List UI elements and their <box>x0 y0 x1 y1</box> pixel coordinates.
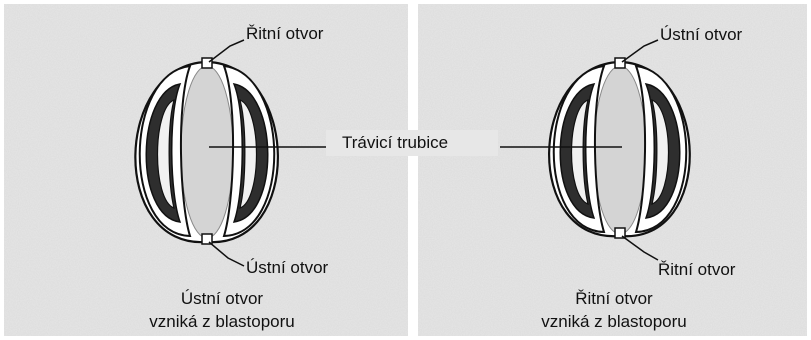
left-caption-line2: vzniká z blastoporu <box>116 310 328 333</box>
right-caption: Řitní otvor vzniká z blastoporu <box>508 287 720 333</box>
bottom-opening-label: Ústní otvor <box>246 258 328 278</box>
top-opening-label: Řitní otvor <box>246 24 323 44</box>
left-caption-line1: Ústní otvor <box>116 287 328 310</box>
top-opening <box>615 58 625 68</box>
bottom-label-leader <box>209 242 244 266</box>
bottom-opening-label: Řitní otvor <box>658 260 735 280</box>
digestive-tube-label-box: Trávicí trubice <box>326 130 498 156</box>
digestive-tube <box>594 66 646 234</box>
top-opening <box>202 58 212 68</box>
right-caption-line1: Řitní otvor <box>508 287 720 310</box>
digestive-tube-label: Trávicí trubice <box>342 133 448 153</box>
bottom-label-leader <box>622 236 658 260</box>
digestive-tube <box>181 66 233 238</box>
top-label-leader <box>209 40 244 62</box>
right-panel: Ústní otvor Řitní otvor Řitní otvor vzni… <box>418 4 807 336</box>
right-caption-line2: vzniká z blastoporu <box>508 310 720 333</box>
left-caption: Ústní otvor vzniká z blastoporu <box>116 287 328 333</box>
top-opening-label: Ústní otvor <box>660 25 742 45</box>
top-label-leader <box>622 40 658 62</box>
left-panel: Řitní otvor Ústní otvor Ústní otvor vzni… <box>4 4 408 336</box>
